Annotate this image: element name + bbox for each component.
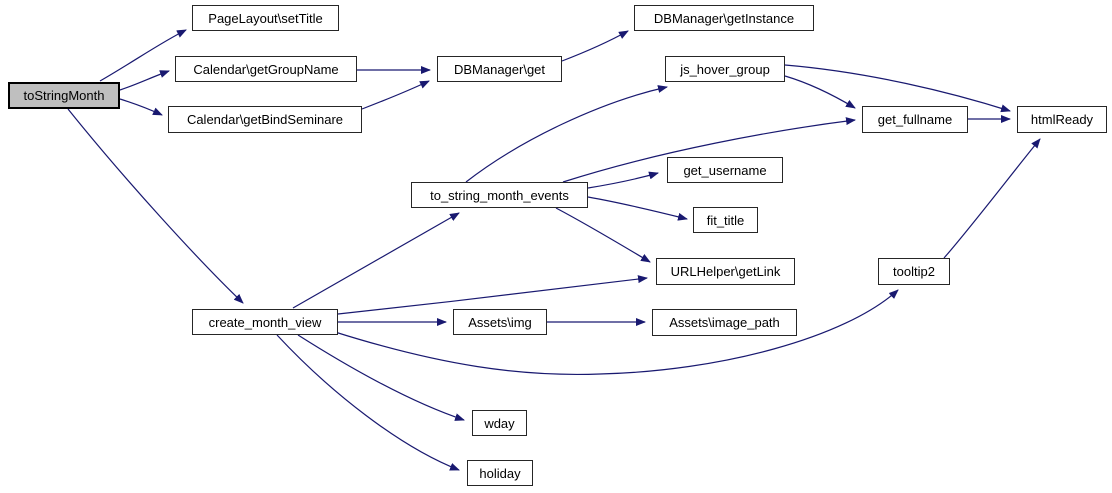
- edge-js-hover-group-get-fullname: [784, 75, 856, 109]
- node-calendar-getgroupname[interactable]: Calendar\getGroupName: [175, 56, 357, 82]
- edge-tostringmonth-calendar-getbindseminare: [119, 98, 163, 116]
- edge-to-string-month-events-get-fullname: [562, 117, 856, 183]
- node-tooltip2[interactable]: tooltip2: [878, 258, 950, 285]
- edge-dbmanager-get-dbmanager-getinstance: [561, 30, 629, 62]
- edge-create-month-view-to-string-month-events: [292, 212, 460, 309]
- node-get-fullname[interactable]: get_fullname: [862, 106, 968, 133]
- node-assets-img[interactable]: Assets\img: [453, 309, 547, 335]
- node-create-month-view[interactable]: create_month_view: [192, 309, 338, 335]
- edge-to-string-month-events-js-hover-group: [465, 85, 668, 183]
- edge-tooltip2-htmlready: [943, 138, 1041, 259]
- edge-create-month-view-holiday: [276, 334, 460, 471]
- node-js-hover-group[interactable]: js_hover_group: [665, 56, 785, 82]
- node-dbmanager-get[interactable]: DBManager\get: [437, 56, 562, 82]
- node-tostringmonth: toStringMonth: [8, 82, 120, 109]
- node-dbmanager-getinstance[interactable]: DBManager\getInstance: [634, 5, 814, 31]
- node-holiday[interactable]: holiday: [467, 460, 533, 486]
- node-assets-image-path[interactable]: Assets\image_path: [652, 309, 797, 336]
- edge-tostringmonth-create-month-view: [67, 108, 244, 304]
- edge-to-string-month-events-fit-title: [587, 196, 688, 221]
- edge-create-month-view-urlhelper-getlink: [337, 275, 648, 315]
- edge-create-month-view-wday: [297, 334, 465, 421]
- edge-to-string-month-events-urlhelper-getlink: [555, 207, 651, 263]
- edge-calendar-getbindseminare-dbmanager-get: [361, 80, 430, 110]
- node-wday[interactable]: wday: [472, 410, 527, 436]
- edge-create-month-view-tooltip2: [334, 289, 899, 376]
- edge-js-hover-group-htmlready: [784, 64, 1011, 113]
- edge-to-string-month-events-get-username: [587, 171, 659, 189]
- edge-tostringmonth-pagelayout-settitle: [99, 29, 187, 82]
- node-urlhelper-getlink[interactable]: URLHelper\getLink: [656, 258, 795, 285]
- edge-tostringmonth-calendar-getgroupname: [119, 70, 170, 91]
- node-fit-title[interactable]: fit_title: [693, 207, 758, 233]
- node-get-username[interactable]: get_username: [667, 157, 783, 183]
- node-calendar-getbindseminare[interactable]: Calendar\getBindSeminare: [168, 106, 362, 133]
- node-pagelayout-settitle[interactable]: PageLayout\setTitle: [192, 5, 339, 31]
- node-htmlready[interactable]: htmlReady: [1017, 106, 1107, 133]
- node-to-string-month-events[interactable]: to_string_month_events: [411, 182, 588, 208]
